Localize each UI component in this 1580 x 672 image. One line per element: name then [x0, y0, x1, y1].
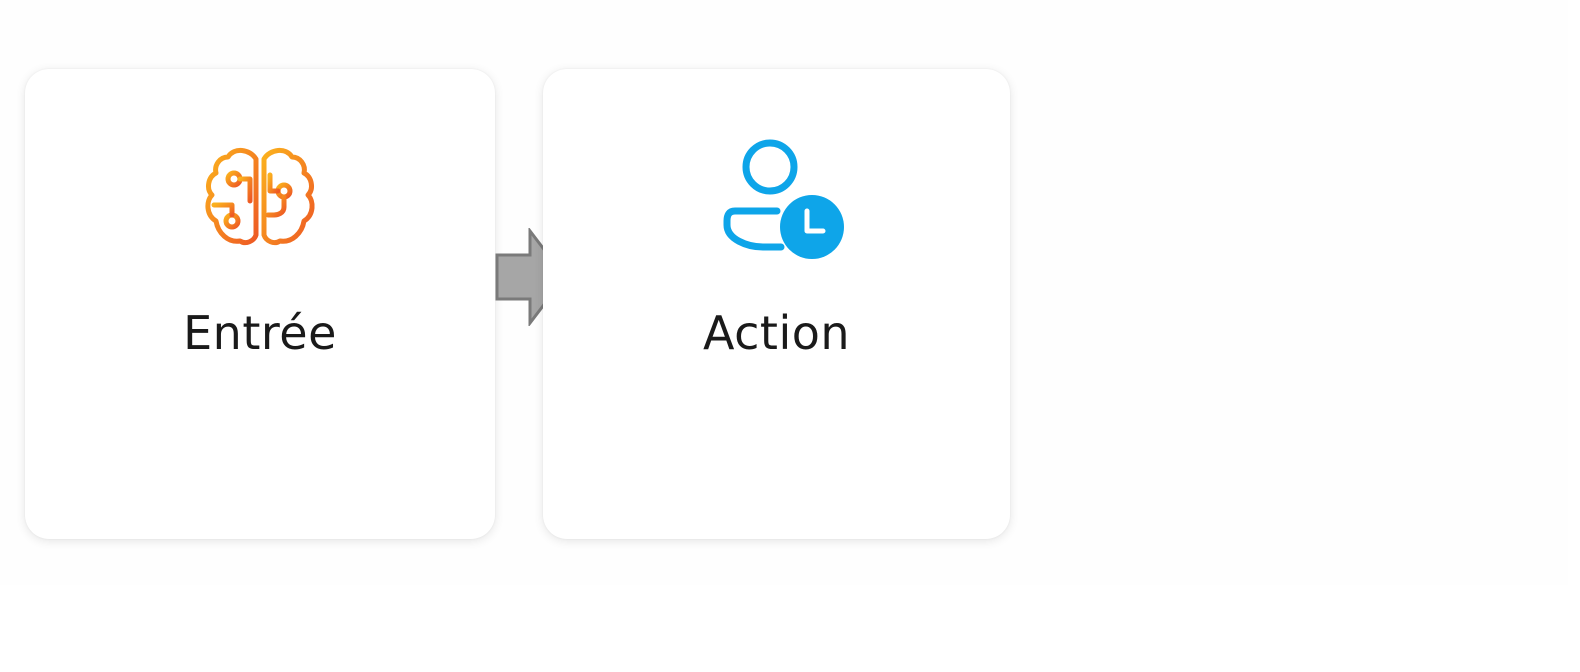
person-clock-icon: [723, 139, 844, 259]
node-card-action: Action: [543, 69, 1010, 539]
node-label-action: Action: [702, 306, 851, 360]
brain-circuit-icon: [205, 148, 315, 246]
node-card-entree: Entrée: [25, 69, 495, 539]
node-label-entree: Entrée: [183, 306, 337, 360]
